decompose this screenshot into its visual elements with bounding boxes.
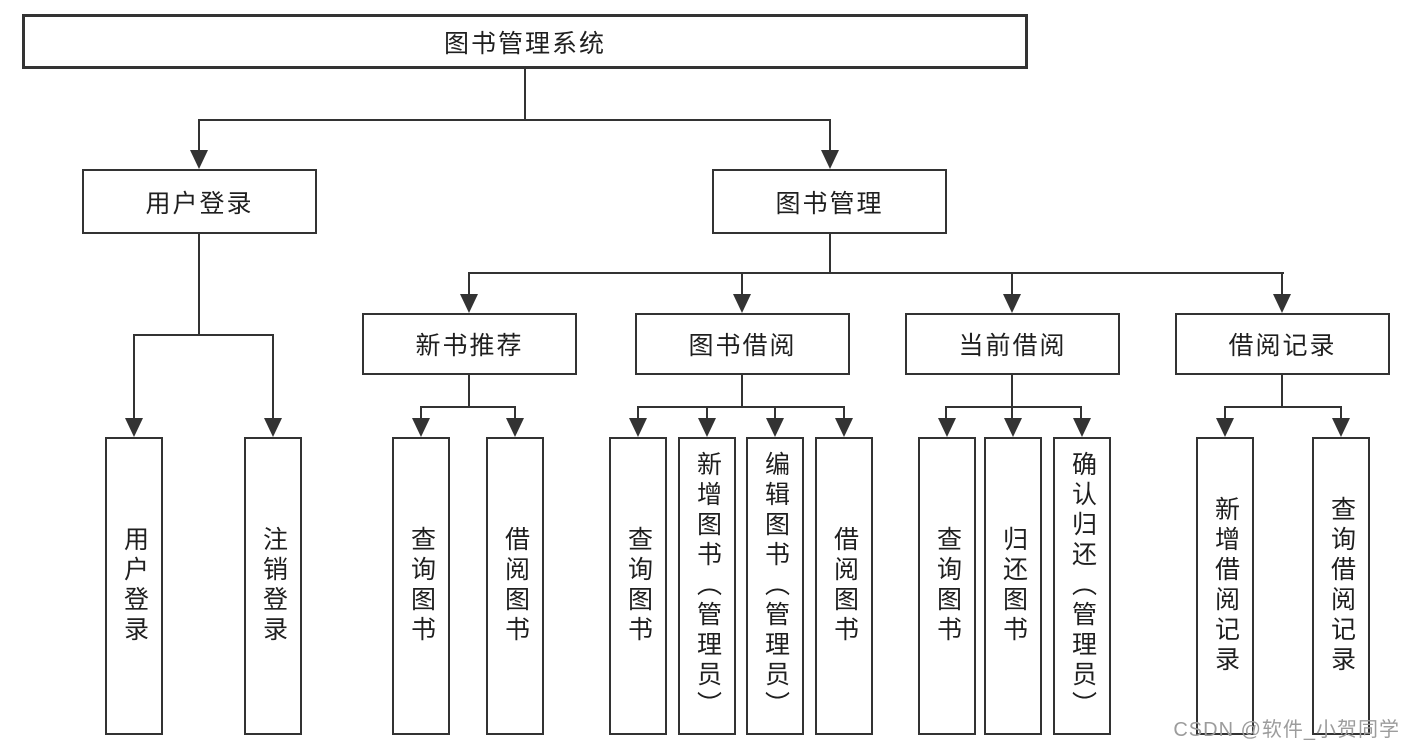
node-label: 新书推荐 xyxy=(415,332,524,360)
leaf-nb-borrow-books: 借阅图书 xyxy=(486,437,544,735)
arrow-down-icon xyxy=(460,294,478,313)
connector-line xyxy=(637,406,639,419)
connector-line xyxy=(774,406,776,419)
node-label: 图书管理系统 xyxy=(443,29,606,58)
leaf-cb-query-books: 查询图书 xyxy=(918,437,976,735)
connector-line xyxy=(1281,375,1283,408)
node-root: 图书管理系统 xyxy=(22,14,1028,69)
connector-line xyxy=(1224,406,1342,408)
arrow-down-icon xyxy=(1073,418,1091,437)
arrow-down-icon xyxy=(1004,418,1022,437)
node-label: 借阅图书 xyxy=(830,526,859,646)
node-book-borrow: 图书借阅 xyxy=(635,313,850,375)
connector-line xyxy=(272,334,274,418)
connector-line xyxy=(468,272,470,295)
connector-line xyxy=(1340,406,1342,419)
arrow-down-icon xyxy=(190,150,208,169)
node-label: 查询借阅记录 xyxy=(1327,496,1356,676)
connector-line xyxy=(198,234,200,336)
connector-line xyxy=(1080,406,1082,419)
connector-line xyxy=(468,375,470,408)
node-label: 借阅图书 xyxy=(501,526,530,646)
node-borrow-records: 借阅记录 xyxy=(1175,313,1390,375)
node-label: 图书管理 xyxy=(775,189,884,218)
connector-line xyxy=(198,119,831,121)
connector-line xyxy=(524,69,526,120)
arrow-down-icon xyxy=(1273,294,1291,313)
arrow-down-icon xyxy=(1332,418,1350,437)
arrow-down-icon xyxy=(264,418,282,437)
node-label: 查询图书 xyxy=(624,526,653,646)
arrow-down-icon xyxy=(698,418,716,437)
connector-line xyxy=(468,272,1284,274)
connector-line xyxy=(1011,406,1013,419)
node-label: 新增图书（管理员） xyxy=(693,451,722,721)
node-label: 编辑图书（管理员） xyxy=(761,451,790,721)
connector-line xyxy=(1281,272,1283,295)
connector-line xyxy=(420,406,422,419)
arrow-down-icon xyxy=(412,418,430,437)
leaf-bb-edit-books-admin: 编辑图书（管理员） xyxy=(746,437,804,735)
connector-line xyxy=(420,406,516,408)
leaf-bb-borrow-books: 借阅图书 xyxy=(815,437,873,735)
connector-line xyxy=(829,233,831,274)
leaf-cb-return-books: 归还图书 xyxy=(984,437,1042,735)
node-label: 当前借阅 xyxy=(958,332,1067,360)
leaf-user-login: 用户登录 xyxy=(105,437,163,735)
connector-line xyxy=(741,375,743,408)
arrow-down-icon xyxy=(835,418,853,437)
connector-line xyxy=(1011,272,1013,295)
node-label: 新增借阅记录 xyxy=(1211,496,1240,676)
node-label: 注销登录 xyxy=(259,526,288,646)
connector-line xyxy=(637,406,845,408)
connector-line xyxy=(706,406,708,419)
connector-line xyxy=(843,406,845,419)
connector-line xyxy=(829,119,831,152)
arrow-down-icon xyxy=(733,294,751,313)
node-label: 查询图书 xyxy=(933,526,962,646)
leaf-bb-add-books-admin: 新增图书（管理员） xyxy=(678,437,736,735)
leaf-nb-query-books: 查询图书 xyxy=(392,437,450,735)
leaf-br-query-record: 查询借阅记录 xyxy=(1312,437,1370,735)
connector-line xyxy=(514,406,516,419)
arrow-down-icon xyxy=(125,418,143,437)
connector-line xyxy=(198,119,200,152)
leaf-br-add-record: 新增借阅记录 xyxy=(1196,437,1254,735)
arrow-down-icon xyxy=(938,418,956,437)
node-book-management: 图书管理 xyxy=(712,169,947,234)
connector-line xyxy=(945,406,947,419)
connector-line xyxy=(741,272,743,295)
connector-line xyxy=(1224,406,1226,419)
node-user-login: 用户登录 xyxy=(82,169,317,234)
node-label: 图书借阅 xyxy=(688,332,797,360)
connector-line xyxy=(133,334,135,418)
arrow-down-icon xyxy=(1216,418,1234,437)
leaf-logout: 注销登录 xyxy=(244,437,302,735)
arrow-down-icon xyxy=(766,418,784,437)
node-new-book-recommend: 新书推荐 xyxy=(362,313,577,375)
node-label: 用户登录 xyxy=(120,526,149,646)
node-label: 查询图书 xyxy=(407,526,436,646)
node-label: 用户登录 xyxy=(145,189,254,218)
node-label: 确认归还（管理员） xyxy=(1068,451,1097,721)
leaf-bb-query-books: 查询图书 xyxy=(609,437,667,735)
node-label: 借阅记录 xyxy=(1228,332,1337,360)
node-current-borrow: 当前借阅 xyxy=(905,313,1120,375)
arrow-down-icon xyxy=(821,150,839,169)
leaf-cb-confirm-return-admin: 确认归还（管理员） xyxy=(1053,437,1111,735)
connector-line xyxy=(945,406,1082,408)
node-label: 归还图书 xyxy=(999,526,1028,646)
csdn-watermark: CSDN @软件_小贺同学 xyxy=(1173,719,1400,741)
arrow-down-icon xyxy=(1003,294,1021,313)
arrow-down-icon xyxy=(506,418,524,437)
connector-line xyxy=(133,334,274,336)
arrow-down-icon xyxy=(629,418,647,437)
connector-line xyxy=(1011,375,1013,408)
